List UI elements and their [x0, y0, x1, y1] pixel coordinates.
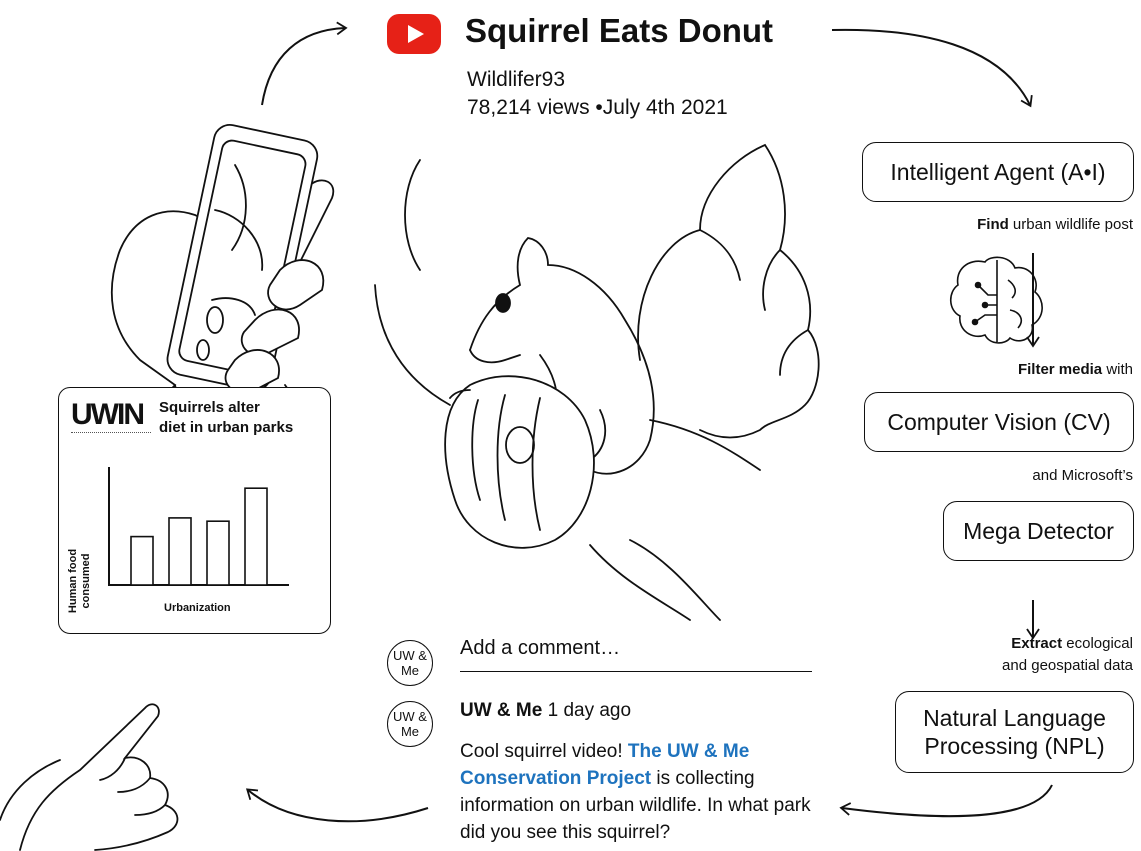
brain-circuit-icon	[949, 256, 1043, 344]
avatar: UW &Me	[387, 640, 433, 686]
computer-vision-box: Computer Vision (CV)	[864, 392, 1134, 452]
video-title[interactable]: Squirrel Eats Donut	[465, 12, 774, 49]
arrow-video-to-agent	[831, 28, 1033, 108]
channel-name[interactable]: Wildlifer93	[467, 68, 566, 91]
mega-detector-box: Mega Detector	[943, 501, 1134, 561]
squirrel-donut-illustration	[374, 143, 820, 621]
hand-phone-illustration	[110, 124, 335, 446]
upload-date: •July 4th 2021	[595, 96, 728, 119]
arrow-npl-to-comment	[839, 784, 1053, 818]
comment-input[interactable]: Add a comment…	[460, 637, 812, 672]
video-stats: 78,214 views •July 4th 2021	[467, 96, 728, 120]
extract-caption: Extract ecological and geospatial data	[1002, 635, 1133, 674]
intelligent-agent-box: Intelligent Agent (A•I)	[862, 142, 1134, 202]
chart-xlabel: Urbanization	[164, 602, 231, 614]
comment-header: UW & Me 1 day ago	[460, 700, 631, 722]
comment-body: Cool squirrel video! The UW & Me Conserv…	[460, 741, 811, 843]
filter-caption: Filter media with	[1017, 361, 1133, 378]
chart-bar-2	[168, 517, 192, 586]
pointing-hand-illustration	[0, 703, 179, 851]
comment-author[interactable]: UW & Me	[460, 700, 543, 721]
chart-bar-1	[130, 535, 154, 586]
microsoft-caption: and Microsoft’s	[1032, 467, 1133, 484]
find-caption: Find urban wildlife post	[977, 216, 1133, 233]
bar-chart	[108, 467, 289, 586]
uwin-logo: UWIN	[71, 398, 145, 431]
chart-bar-4	[244, 487, 268, 586]
chart-bar-3	[206, 520, 230, 586]
comment-avatar: UW &Me	[387, 701, 433, 747]
youtube-play-icon[interactable]	[387, 14, 441, 54]
arrow-comment-to-card	[245, 788, 429, 823]
arrow-phone-to-video	[261, 21, 348, 106]
project-link[interactable]: The UW & Me Conservation Project	[460, 741, 750, 789]
comment-time: 1 day ago	[542, 700, 632, 721]
view-count: 78,214 views	[467, 96, 590, 119]
